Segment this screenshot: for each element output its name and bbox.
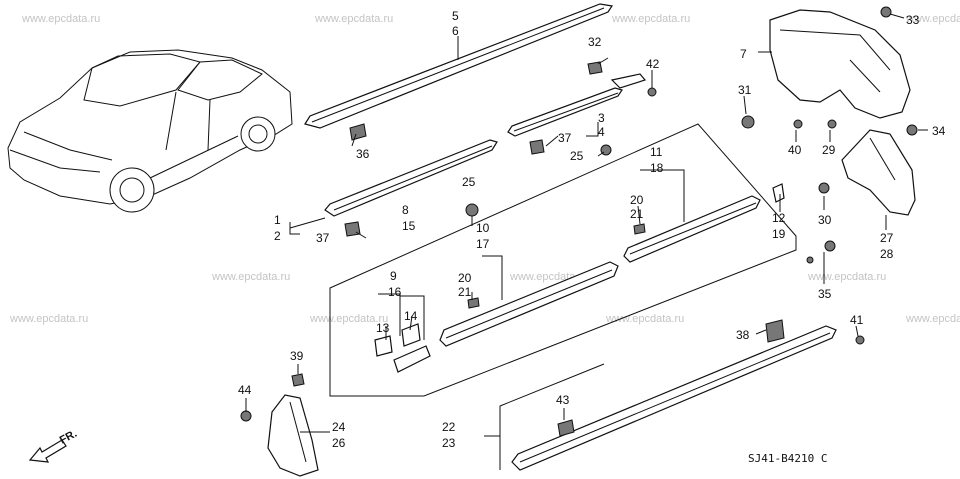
callout: 37 [316,231,330,245]
callout: 23 [442,436,456,450]
watermarks: www.epcdata.ru www.epcdata.ru www.epcdat… [9,13,960,325]
door-molding-rear [507,73,647,137]
side-protector-rear [623,195,761,263]
callout: 25 [570,149,584,163]
callout: 40 [788,143,802,157]
callout: 32 [588,35,602,49]
leader-lines [245,13,928,470]
car-illustration [7,49,293,213]
callout: 15 [402,219,416,233]
callout: 38 [736,328,750,342]
watermark: www.epcdata.ru [605,313,684,325]
callout: 28 [880,247,894,261]
callout: 33 [906,13,920,27]
callout: 20 [458,271,472,285]
clip-32 [587,61,603,75]
callout: 22 [442,420,456,434]
callout: 5 [452,9,459,23]
callout: 44 [238,383,252,397]
callout: 34 [932,124,946,138]
nut-41 [855,335,865,345]
callout: 21 [630,207,644,221]
watermark: www.epcdata.ru [611,13,690,25]
callout: 17 [476,237,490,251]
callout: 13 [376,321,390,335]
garnish-pillar [772,183,785,203]
door-molding-front [324,139,498,217]
clip-25a [465,203,479,217]
callout: 10 [476,221,490,235]
callout: 30 [818,213,832,227]
callout: 27 [880,231,894,245]
callout: 20 [630,193,644,207]
callout: 19 [772,227,786,241]
callout: 25 [462,175,476,189]
callout: 4 [598,125,605,139]
watermark: www.epcdata.ru [314,13,393,25]
clip-34 [906,124,918,136]
trim-parts [374,323,431,373]
watermark: www.epcdata.ru [807,271,886,283]
callout: 21 [458,285,472,299]
fender-liner [769,9,911,119]
clip-36 [349,123,367,141]
clip-44 [240,410,252,422]
clip-31 [741,115,755,129]
screw-35 [806,256,814,264]
callout: 16 [388,285,402,299]
clip-38 [765,319,785,343]
callout: 14 [404,309,418,323]
callout: 29 [822,143,836,157]
side-sill-garnish [511,325,837,471]
clip-35 [824,240,836,252]
mud-guard-rear [841,129,916,216]
callout: 31 [738,83,752,97]
mud-guard-front [267,394,319,477]
watermark: www.epcdata.ru [21,13,100,25]
callout: 1 [274,213,281,227]
callout: 8 [402,203,409,217]
callout: 18 [650,161,664,175]
callout: 43 [556,393,570,407]
callout: 3 [598,111,605,125]
callout: 26 [332,436,346,450]
side-protector-front [439,261,619,347]
clip-37b [529,139,545,155]
watermark: www.epcdata.ru [309,313,388,325]
diagram-code: SJ41-B4210 C [748,452,827,465]
clip-21a [467,297,480,309]
callout: 12 [772,211,786,225]
callout: 36 [356,147,370,161]
nut-33 [880,6,892,18]
screw-29 [827,119,837,129]
clip-21b [633,223,646,235]
watermark: www.epcdata.ru [905,13,960,25]
clip-30 [818,182,830,194]
clip-39 [291,373,305,387]
callout: 2 [274,229,281,243]
watermark: www.epcdata.ru [211,271,290,283]
front-direction-arrow: FR. [28,428,79,463]
callout: 37 [558,131,572,145]
callout: 42 [646,57,660,71]
screw-40 [793,119,803,129]
callout: 7 [740,47,747,61]
callout: 41 [850,313,864,327]
direction-label: FR. [58,428,79,447]
watermark: www.epcdata.ru [905,313,960,325]
watermark: www.epcdata.ru [9,313,88,325]
clip-37a [344,221,361,237]
screw-42 [647,87,657,97]
callout-numbers: 5 6 1 2 37 3 4 37 32 42 25 36 7 31 40 29… [238,9,946,450]
callout: 11 [650,145,663,159]
callout: 9 [390,269,397,283]
roof-molding [304,3,614,129]
callout: 39 [290,349,304,363]
callout: 35 [818,287,832,301]
callout: 6 [452,24,459,38]
callout: 24 [332,420,346,434]
clip-43 [557,419,575,437]
